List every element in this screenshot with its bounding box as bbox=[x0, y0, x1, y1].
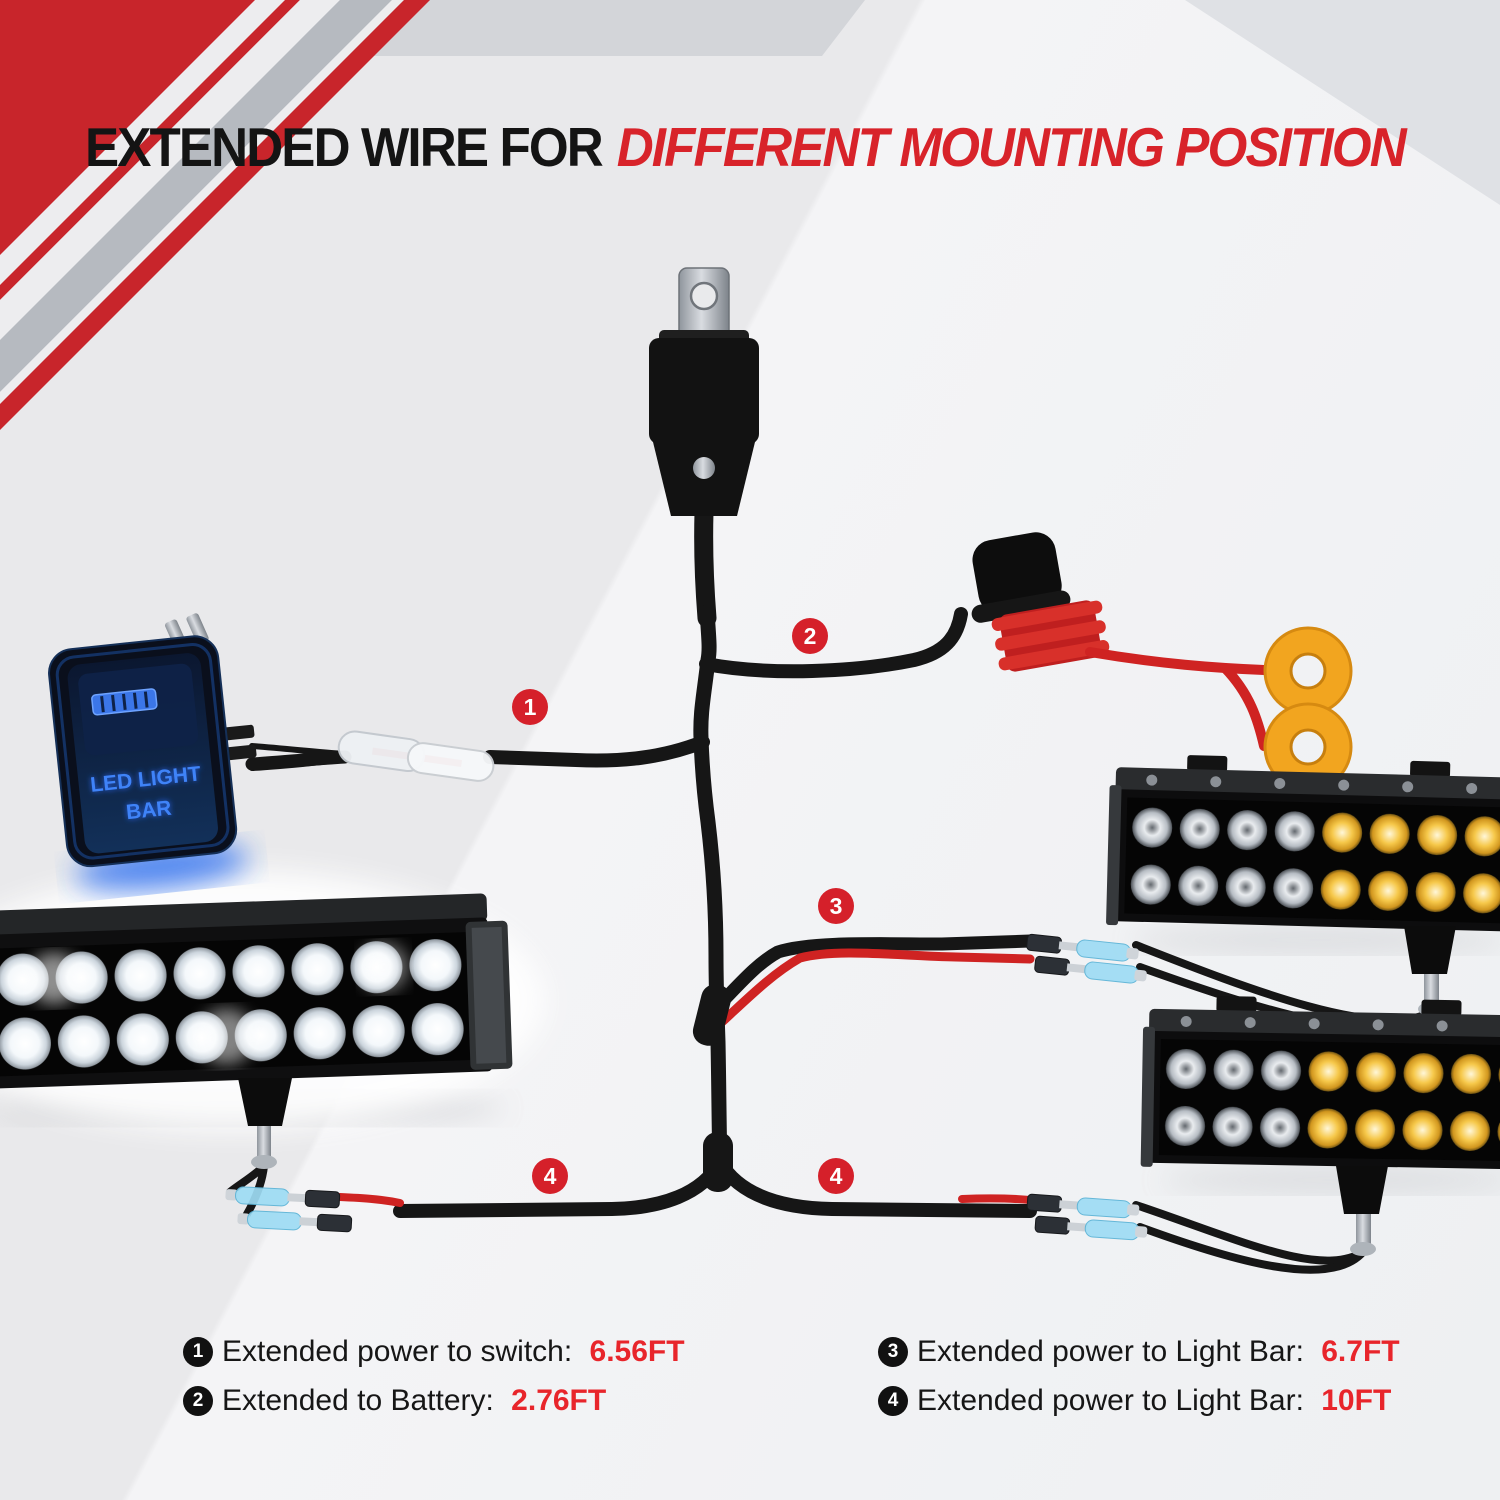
ring-terminals bbox=[1263, 626, 1353, 792]
wire-bar-b-pigtail-1 bbox=[1132, 1201, 1367, 1265]
marker-3: 3 bbox=[818, 888, 854, 924]
switch-label-glow-2: BAR bbox=[125, 797, 173, 825]
legend-item-2: 2 Extended to Battery: 2.76FT bbox=[183, 1381, 685, 1421]
markers: 1 2 3 4 4 bbox=[512, 618, 854, 1194]
spade-connector-pair-bar4-right bbox=[1026, 1193, 1148, 1241]
legend-value-1: 6.56FT bbox=[589, 1335, 685, 1368]
legend-item-3: 3 Extended power to Light Bar: 6.7FT bbox=[878, 1332, 1400, 1372]
wiring-red bbox=[336, 948, 1035, 1207]
lightbar-a-leds-chrome bbox=[1126, 798, 1320, 918]
title-black-part: EXTENDED WIRE FOR bbox=[85, 116, 604, 178]
wire-switch-pigtail-2 bbox=[249, 757, 348, 771]
wire-relay-stem bbox=[694, 502, 717, 628]
bullet-connector bbox=[337, 730, 495, 782]
fuse-holder bbox=[971, 532, 1110, 672]
legend-value-3: 6.7FT bbox=[1321, 1335, 1400, 1368]
marker-2: 2 bbox=[792, 618, 828, 654]
lightbar-right-bottom bbox=[1140, 996, 1500, 1170]
lightbar-b-leds-chrome bbox=[1160, 1040, 1306, 1157]
marker-1: 1 bbox=[512, 689, 548, 725]
title-red-part: DIFFERENT MOUNTING POSITION bbox=[616, 116, 1407, 178]
lightbar-left-rail bbox=[0, 893, 488, 939]
legend-label-3: Extended power to Light Bar: bbox=[917, 1335, 1313, 1368]
lightbar-left-endcap bbox=[471, 926, 507, 1064]
legend-label-4: Extended power to Light Bar: bbox=[917, 1384, 1313, 1417]
legend-label-1: Extended power to switch: bbox=[222, 1335, 581, 1368]
relay-rivet bbox=[693, 457, 715, 479]
switch-pin-2 bbox=[186, 613, 209, 645]
wire-red-left-stub bbox=[336, 1193, 404, 1207]
legend-item-1: 1 Extended power to switch: 6.56FT bbox=[183, 1332, 685, 1372]
relay-body bbox=[649, 338, 759, 444]
battery-wires bbox=[1085, 647, 1269, 751]
legend-badge-1: 1 bbox=[183, 1337, 213, 1367]
marker-4-right-number: 4 bbox=[830, 1163, 843, 1189]
lightbar-left-leds bbox=[0, 932, 471, 1077]
wire-branch-bar3 bbox=[709, 934, 1037, 1015]
spade-connector-pair-bar3 bbox=[1026, 933, 1147, 984]
relay-tab-hole bbox=[689, 281, 719, 311]
corner-decoration bbox=[0, 0, 1500, 430]
wire-main bbox=[693, 604, 728, 1173]
lightbar-left-nut bbox=[251, 1155, 277, 1169]
wire-splitters bbox=[692, 984, 733, 1192]
ring-terminal-1 bbox=[1263, 626, 1353, 716]
switch-label-2: BAR bbox=[125, 797, 173, 825]
fuse-cap bbox=[972, 532, 1062, 614]
wire-branch-switch-b bbox=[245, 750, 352, 771]
legend-badge-2: 2 bbox=[183, 1386, 213, 1416]
wire-red-bar3 bbox=[717, 948, 1035, 1027]
rocker-switch: LED LIGHT LED LIGHT BAR BAR bbox=[48, 613, 257, 891]
marker-4-right: 4 bbox=[818, 1158, 854, 1194]
marker-3-number: 3 bbox=[830, 893, 843, 919]
legend-value-2: 2.76FT bbox=[511, 1384, 607, 1417]
lightbar-left bbox=[0, 893, 513, 1089]
legend-badge-4: 4 bbox=[878, 1386, 908, 1416]
wire-switch-pigtail-1 bbox=[249, 743, 348, 757]
lightbar-right-top bbox=[1106, 755, 1500, 932]
legend-col-right: 3 Extended power to Light Bar: 6.7FT 4 E… bbox=[878, 1332, 1400, 1430]
marker-2-number: 2 bbox=[804, 623, 817, 649]
marker-4-left: 4 bbox=[532, 1158, 568, 1194]
lightbar-b-bracket bbox=[1336, 1166, 1388, 1256]
legend-value-4: 10FT bbox=[1321, 1384, 1392, 1417]
legend-badge-3: 3 bbox=[878, 1337, 908, 1367]
lightbar-b-bolt bbox=[1356, 1214, 1371, 1246]
legend-item-4: 4 Extended power to Light Bar: 10FT bbox=[878, 1381, 1400, 1421]
wire-branch-switch-a bbox=[483, 735, 710, 768]
marker-1-number: 1 bbox=[524, 694, 537, 720]
lightbar-b-leds-amber bbox=[1303, 1042, 1500, 1161]
legend-col-left: 1 Extended power to switch: 6.56FT 2 Ext… bbox=[183, 1332, 685, 1430]
relay bbox=[649, 267, 759, 516]
lightbar-a-bolt bbox=[1424, 974, 1439, 1006]
legend-label-2: Extended to Battery: bbox=[222, 1384, 503, 1417]
wire-branch-bar4-right bbox=[713, 1155, 1037, 1218]
wire-bar-b-pigtail-2 bbox=[1136, 1223, 1367, 1274]
wire-branch-battery bbox=[699, 607, 968, 679]
spade-connector-pair-bar4-left bbox=[225, 1186, 353, 1233]
lightbar-a-leds-amber bbox=[1316, 803, 1500, 923]
marker-4-left-number: 4 bbox=[544, 1163, 557, 1189]
wire-red-right-stub bbox=[958, 1194, 1034, 1204]
lightbar-b-nut bbox=[1350, 1242, 1376, 1256]
lightbar-left-bracket bbox=[238, 1078, 292, 1169]
lightbar-b-rail bbox=[1149, 1008, 1500, 1040]
lightbar-left-bolt bbox=[257, 1126, 271, 1162]
